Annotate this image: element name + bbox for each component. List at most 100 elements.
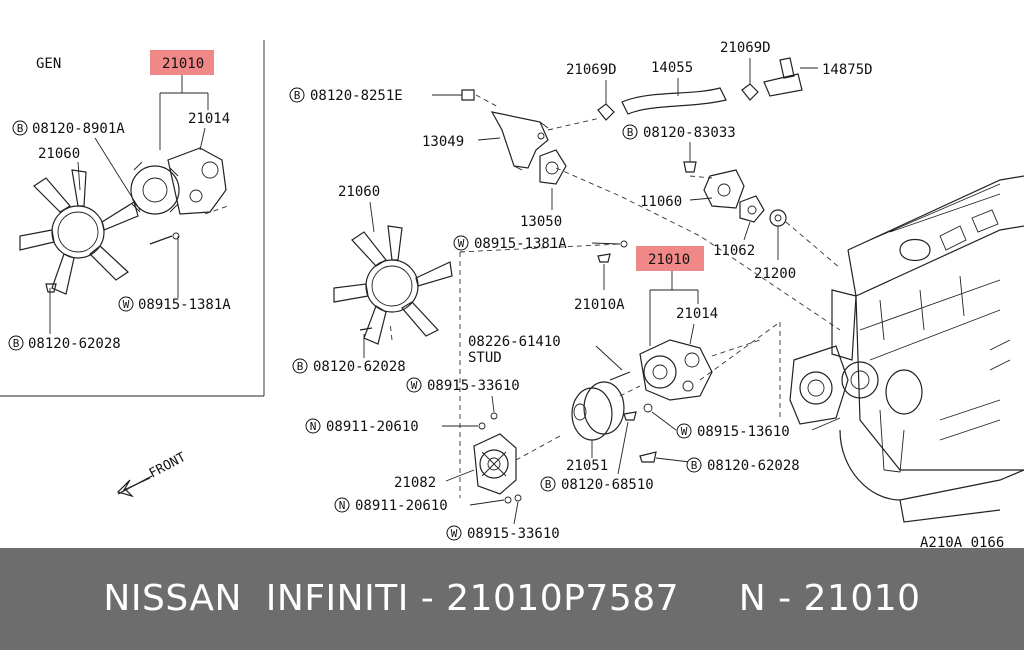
svg-text:B: B: [17, 122, 24, 135]
bolt-68510-drawing: [623, 411, 637, 421]
gen-label: GEN: [36, 56, 61, 72]
svg-text:N: N: [339, 499, 346, 512]
bolt-fan-drawing: [359, 327, 373, 331]
svg-text:B: B: [545, 478, 552, 491]
nut-20610-a-drawing: [478, 422, 486, 430]
footer-part-number: NISSAN INFINITI - 21010P7587 N - 21010: [103, 578, 921, 619]
part-21060[interactable]: 21060: [338, 184, 380, 200]
svg-text:W: W: [411, 379, 418, 392]
parts-diagram: GEN 21010 21014 B 08120-8901A 21060 W 08…: [0, 40, 1024, 551]
front-arrow-icon: [116, 475, 153, 498]
part-13050[interactable]: 13050: [520, 214, 562, 230]
part-21014[interactable]: 21014: [676, 306, 718, 322]
washer-33610-a-drawing: [490, 412, 498, 420]
badge-b-08120-68510: B: [540, 476, 556, 492]
svg-text:B: B: [13, 337, 20, 350]
pulley-21051-drawing: [571, 381, 625, 441]
clamp-21069D-b-drawing: [741, 83, 759, 101]
part-14055[interactable]: 14055: [651, 60, 693, 76]
highlight-21010-gen: [150, 50, 214, 75]
bolt-gen-drawing: [45, 283, 57, 293]
gasket-11062-drawing: [739, 195, 765, 223]
svg-text:B: B: [294, 89, 301, 102]
clamp-21069D-a-drawing: [597, 103, 615, 121]
badge-b-08120-62028-a: B: [292, 358, 308, 374]
svg-text:W: W: [458, 237, 465, 250]
water-pump-21010-drawing: [639, 339, 713, 401]
part-08120-62028-gen[interactable]: 08120-62028: [28, 336, 121, 352]
bolt-62028-b-drawing: [639, 451, 657, 463]
part-08120-8251E[interactable]: 08120-8251E: [310, 88, 403, 104]
badge-w-08915-33610-b: W: [446, 525, 462, 541]
thermostat-21200-drawing: [769, 209, 787, 227]
svg-text:B: B: [297, 360, 304, 373]
badge-w-08915-33610-a: W: [406, 377, 422, 393]
washer-1381A-drawing: [620, 240, 628, 248]
part-13049[interactable]: 13049: [422, 134, 464, 150]
svg-text:W: W: [451, 527, 458, 540]
fan-clutch-21082-drawing: [473, 433, 517, 495]
svg-text:N: N: [310, 420, 317, 433]
hose-14055-drawing: [621, 87, 727, 115]
part-08120-62028-a[interactable]: 08120-62028: [313, 359, 406, 375]
diagram-ref-code: A210A 0166: [920, 535, 1004, 548]
part-08915-13610[interactable]: 08915-13610: [697, 424, 790, 440]
part-08915-1381A-gen[interactable]: 08915-1381A: [138, 297, 231, 313]
washer-33610-b-drawing: [514, 494, 522, 502]
part-21069D-a[interactable]: 21069D: [566, 62, 617, 78]
gasket-13050-drawing: [539, 149, 567, 185]
part-21069D-b[interactable]: 21069D: [720, 40, 771, 56]
part-08120-83033[interactable]: 08120-83033: [643, 125, 736, 141]
fan-gen-drawing: [19, 169, 139, 295]
part-21010[interactable]: 21010: [648, 252, 690, 268]
water-pump-gen-drawing: [130, 147, 227, 245]
badge-w-08915-1381A-gen: W: [118, 296, 134, 312]
engine-block-drawing: [789, 175, 1024, 523]
part-14875D[interactable]: 14875D: [822, 62, 873, 78]
part-21082[interactable]: 21082: [394, 475, 436, 491]
part-21051[interactable]: 21051: [566, 458, 608, 474]
footer-bar: NISSAN INFINITI - 21010P7587 N - 21010: [0, 548, 1024, 650]
part-11060[interactable]: 11060: [640, 194, 682, 210]
connector-14875D-drawing: [763, 57, 803, 97]
part-08915-33610-b[interactable]: 08915-33610: [467, 526, 560, 542]
part-08911-20610-b[interactable]: 08911-20610: [355, 498, 448, 514]
bolt-21010A-drawing: [597, 253, 611, 263]
badge-n-08911-20610-a: N: [305, 418, 321, 434]
part-11062[interactable]: 11062: [713, 243, 755, 259]
fan-21060-drawing: [333, 225, 453, 345]
part-21014-gen[interactable]: 21014: [188, 111, 230, 127]
leader-21010-gen: [159, 75, 209, 150]
water-outlet-13049-drawing: [490, 111, 549, 171]
svg-text:W: W: [123, 298, 130, 311]
thermostat-housing-11060-drawing: [703, 169, 745, 209]
part-08915-33610-a[interactable]: 08915-33610: [427, 378, 520, 394]
parts-diagram-svg: GEN 21010 21014 B 08120-8901A 21060 W 08…: [0, 40, 1024, 551]
badge-b-08120-8901A: B: [12, 120, 28, 136]
stud-drawing: [609, 371, 631, 381]
highlight-21010: [636, 246, 704, 271]
part-21010-gen[interactable]: 21010: [162, 56, 204, 72]
stud-label: STUD: [468, 350, 502, 366]
washer-13610-drawing: [643, 403, 653, 413]
badge-b-08120-83033: B: [622, 124, 638, 140]
bolt-8251E-drawing: [461, 89, 475, 101]
badge-b-08120-62028-gen: B: [8, 335, 24, 351]
nut-20610-b-drawing: [504, 496, 512, 504]
part-21200[interactable]: 21200: [754, 266, 796, 282]
part-08915-1381A[interactable]: 08915-1381A: [474, 236, 567, 252]
part-21010A[interactable]: 21010A: [574, 297, 625, 313]
badge-w-08915-1381A: W: [453, 235, 469, 251]
badge-b-08120-62028-b: B: [686, 457, 702, 473]
part-08120-8901A[interactable]: 08120-8901A: [32, 121, 125, 137]
bolt-83033-drawing: [683, 161, 697, 173]
svg-text:B: B: [627, 126, 634, 139]
part-08120-62028-b[interactable]: 08120-62028: [707, 458, 800, 474]
part-21060-gen[interactable]: 21060: [38, 146, 80, 162]
badge-w-08915-13610: W: [676, 423, 692, 439]
svg-text:B: B: [691, 459, 698, 472]
part-08911-20610-a[interactable]: 08911-20610: [326, 419, 419, 435]
part-08226-61410[interactable]: 08226-61410: [468, 334, 561, 350]
part-08120-68510[interactable]: 08120-68510: [561, 477, 654, 493]
front-label: FRONT: [147, 450, 189, 482]
